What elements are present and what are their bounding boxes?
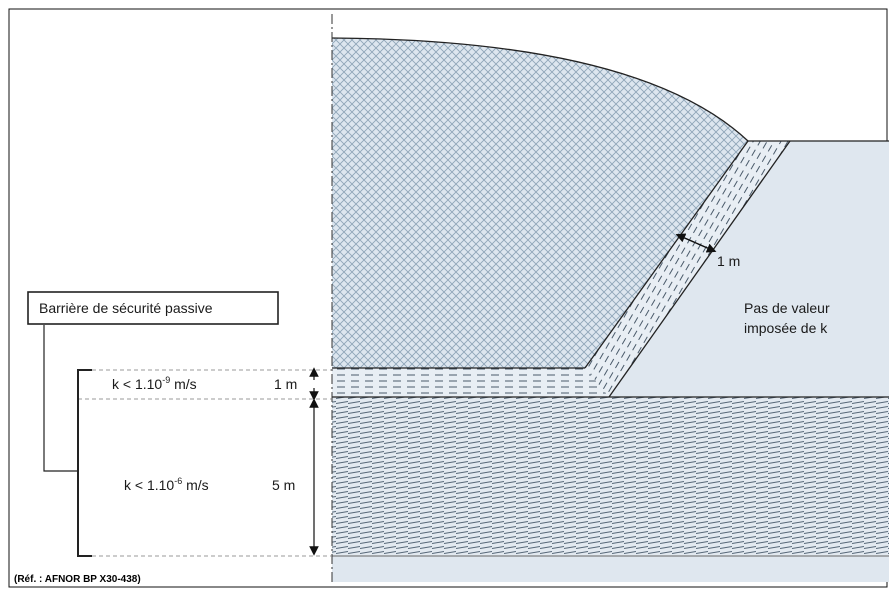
waste-top-edge [331, 37, 749, 142]
layer-1-thickness: 1 m [274, 376, 297, 392]
layer-2-permeability: k < 1.10-6 m/s [124, 476, 209, 493]
slope-inner-edge [584, 140, 749, 369]
slope-dim-arrow-left [675, 233, 695, 243]
slope-dim-arrow-right [697, 243, 717, 253]
layer-2-thickness: 5 m [272, 477, 295, 493]
bottom-liner-1m [332, 368, 609, 397]
reference-note: (Réf. : AFNOR BP X30-438) [14, 574, 141, 585]
barrier-label: Barrière de sécurité passive [39, 300, 213, 316]
natural-ground-label-line2: imposée de k [744, 320, 828, 336]
barrier-connector [43, 325, 78, 472]
slope-outer-edge [608, 140, 791, 398]
slope-liner-thickness: 1 m [717, 253, 740, 269]
barrier-bracket [77, 369, 92, 557]
natural-ground-label-line1: Pas de valeur [744, 300, 830, 316]
barrier-label-box [27, 291, 279, 325]
slope-liner [585, 141, 790, 397]
natural-ground [609, 141, 889, 397]
base-layer-5m [332, 397, 889, 556]
lower-ground [332, 556, 889, 582]
layer-1-permeability: k < 1.10-9 m/s [112, 375, 197, 392]
